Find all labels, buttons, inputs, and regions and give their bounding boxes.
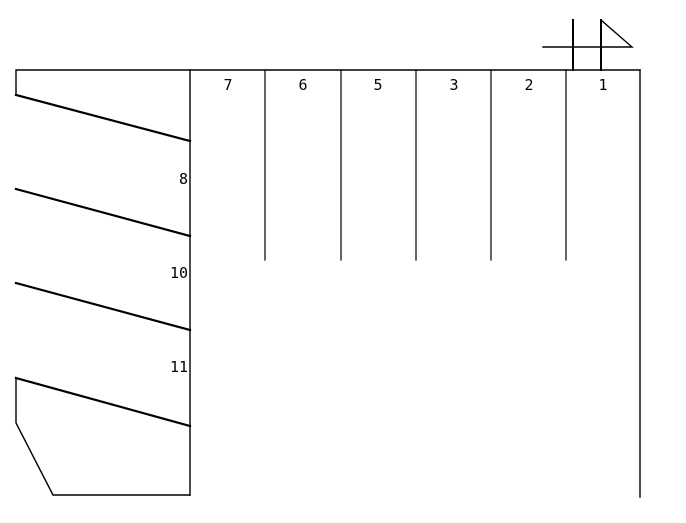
stall-label-6: 6 (298, 76, 307, 94)
stall-label-10: 10 (170, 264, 188, 282)
angled-stall-line (14, 187, 192, 238)
stall-label-1: 1 (598, 76, 607, 94)
stall-label-7: 7 (223, 76, 232, 94)
angled-stall-line (14, 93, 192, 143)
angled-stall-line (14, 376, 192, 428)
stall-label-11: 11 (170, 358, 188, 376)
angled-stall-line (14, 281, 192, 332)
stall-label-5: 5 (373, 76, 382, 94)
frame-top-left-edge (15, 69, 641, 96)
stall-label-2: 2 (524, 76, 533, 94)
stall-label-8: 8 (179, 170, 188, 188)
stall-label-3: 3 (449, 76, 458, 94)
gate-flag-icon (542, 19, 634, 71)
bottom-left-corner (15, 377, 191, 496)
